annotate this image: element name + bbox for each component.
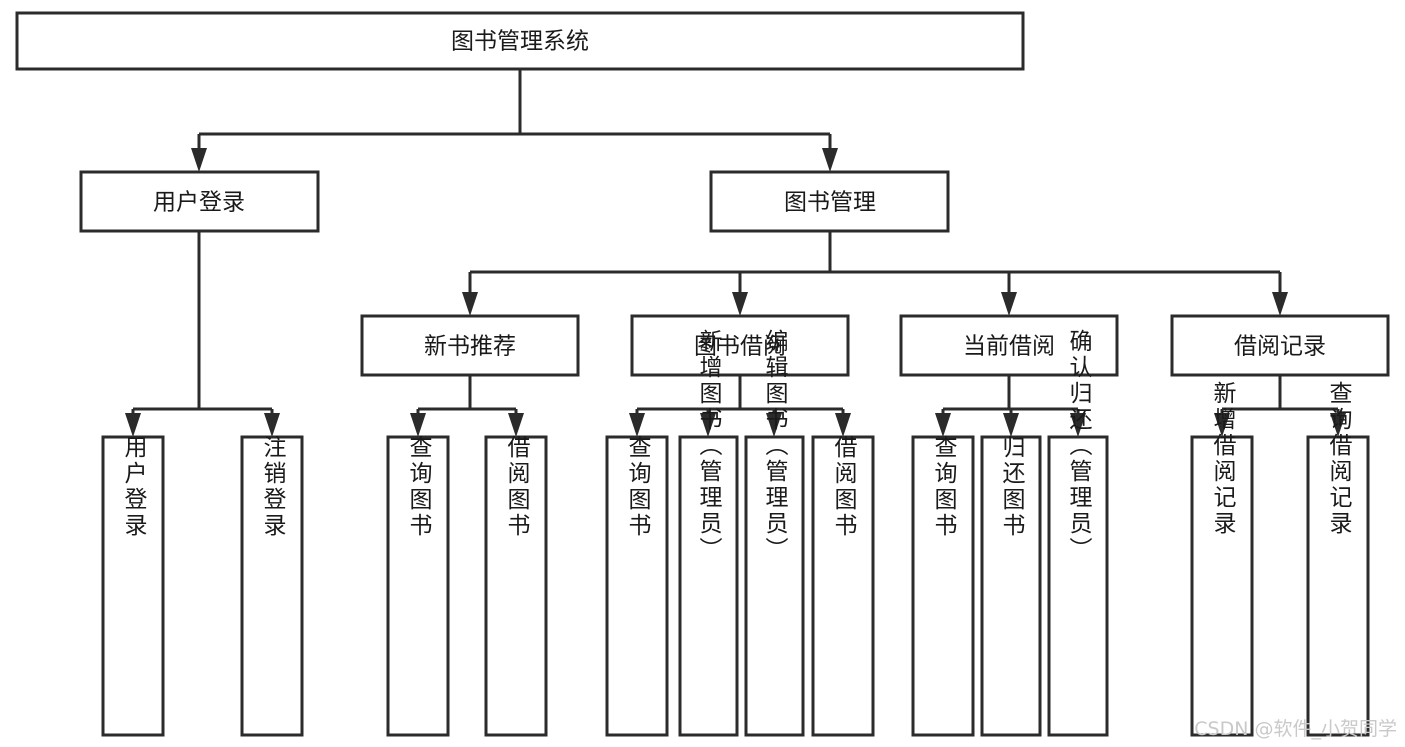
user-login-label: 用户登录 [153,190,245,216]
leaf-cur-query-book-box[interactable] [911,435,975,737]
leaf-rec-query-record-box[interactable] [1306,435,1370,737]
arrowhead-leaf-borrow-add-book [700,413,716,437]
arrowhead-leaf-cur-confirm-return [1070,413,1086,437]
arrowhead-leaf-user-login [125,413,141,437]
node-new-book-recommend[interactable]: 新书推荐 [360,314,580,377]
node-book-borrow[interactable]: 图书借阅 [630,314,850,377]
current-borrow-box[interactable] [899,314,1119,377]
leaf-rec-borrow-book-label: 借阅图书 [503,435,531,539]
leaf-rec-add-record-box[interactable] [1190,435,1254,737]
connector-layer [125,69,1346,437]
leaf-cur-return-book-box[interactable] [980,435,1042,737]
leaf-logout-box[interactable] [240,435,304,737]
leaf-rec-query-book-box[interactable] [386,435,450,737]
leaf-logout-label: 注销登录 [259,435,287,539]
node-leaf-user-login[interactable]: 用户登录 [101,435,165,737]
arrowhead-leaf-borrow-edit-book [766,413,782,437]
arrowhead-leaf-rec-query-record [1330,413,1346,437]
arrowhead-book-borrow [732,292,748,316]
arrowhead-leaf-rec-add-record [1214,413,1230,437]
arrowhead-leaf-cur-return-book [1003,413,1019,437]
node-leaf-borrow-query-book[interactable]: 查询图书 [605,435,669,737]
book-borrow-box[interactable] [630,314,850,377]
root-box[interactable] [15,11,1025,71]
node-borrow-record[interactable]: 借阅记录 [1170,314,1390,377]
node-book-manage[interactable]: 图书管理 [709,170,950,233]
leaf-user-login-label: 用户登录 [120,435,148,539]
node-leaf-borrow-edit-book[interactable]: 编辑图书（管理员） [744,329,805,737]
node-leaf-borrow-add-book[interactable]: 新增图书（管理员） [678,329,739,737]
arrowhead-leaf-logout [264,413,280,437]
leaf-rec-query-record-label: 查询借阅记录 [1325,381,1353,537]
book-manage-label: 图书管理 [784,190,876,216]
leaf-rec-add-record-label: 新增借阅记录 [1209,381,1237,537]
arrowhead-new-book-recommend [462,292,478,316]
arrowhead-leaf-borrow-borrow-book [835,413,851,437]
arrowhead-leaf-rec-query-book [410,413,426,437]
arrowhead-current-borrow [1001,292,1017,316]
current-borrow-label: 当前借阅 [963,334,1055,360]
root-label: 图书管理系统 [451,29,589,55]
node-leaf-rec-query-book[interactable]: 查询图书 [386,435,450,737]
node-leaf-cur-confirm-return[interactable]: 确认归还（管理员） [1047,329,1109,737]
node-leaf-rec-add-record[interactable]: 新增借阅记录 [1190,381,1254,737]
leaf-user-login-box[interactable] [101,435,165,737]
node-leaf-borrow-borrow-book[interactable]: 借阅图书 [811,435,875,737]
leaf-borrow-borrow-book-label: 借阅图书 [830,435,858,539]
book-borrow-label: 图书借阅 [694,334,786,360]
arrowhead-borrow-record [1272,292,1288,316]
new-book-recommend-label: 新书推荐 [424,334,516,360]
leaf-borrow-add-book-box[interactable] [678,435,739,737]
node-root[interactable]: 图书管理系统 [15,11,1025,71]
new-book-recommend-box[interactable] [360,314,580,377]
arrowhead-leaf-borrow-query-book [629,413,645,437]
leaf-cur-confirm-return-label: 确认归还（管理员） [1065,329,1093,563]
leaf-borrow-query-book-label: 查询图书 [624,435,652,539]
csdn-watermark: CSDN @软件_小贺同学 [1194,718,1397,740]
leaf-borrow-add-book-label: 新增图书（管理员） [695,329,723,563]
node-user-login[interactable]: 用户登录 [79,170,320,233]
arrowhead-leaf-cur-query-book [935,413,951,437]
leaf-rec-query-book-label: 查询图书 [405,435,433,539]
arrowhead-user-login [191,148,207,172]
user-login-box[interactable] [79,170,320,233]
book-manage-box[interactable] [709,170,950,233]
node-leaf-cur-query-book[interactable]: 查询图书 [911,435,975,737]
leaf-rec-borrow-book-box[interactable] [484,435,548,737]
node-leaf-rec-query-record[interactable]: 查询借阅记录 [1306,381,1370,737]
leaf-cur-query-book-label: 查询图书 [930,435,958,539]
leaf-borrow-edit-book-box[interactable] [744,435,805,737]
borrow-record-label: 借阅记录 [1234,334,1326,360]
borrow-record-box[interactable] [1170,314,1390,377]
leaf-borrow-borrow-book-box[interactable] [811,435,875,737]
arrowhead-book-manage [822,148,838,172]
leaf-borrow-query-book-box[interactable] [605,435,669,737]
leaf-cur-return-book-label: 归还图书 [998,435,1026,539]
node-leaf-rec-borrow-book[interactable]: 借阅图书 [484,435,548,737]
leaf-borrow-edit-book-label: 编辑图书（管理员） [761,329,789,563]
node-current-borrow[interactable]: 当前借阅 [899,314,1119,377]
leaf-cur-confirm-return-box[interactable] [1047,435,1109,737]
arrowhead-leaf-rec-borrow-book [508,413,524,437]
node-leaf-cur-return-book[interactable]: 归还图书 [980,435,1042,737]
node-leaf-logout[interactable]: 注销登录 [240,435,304,737]
